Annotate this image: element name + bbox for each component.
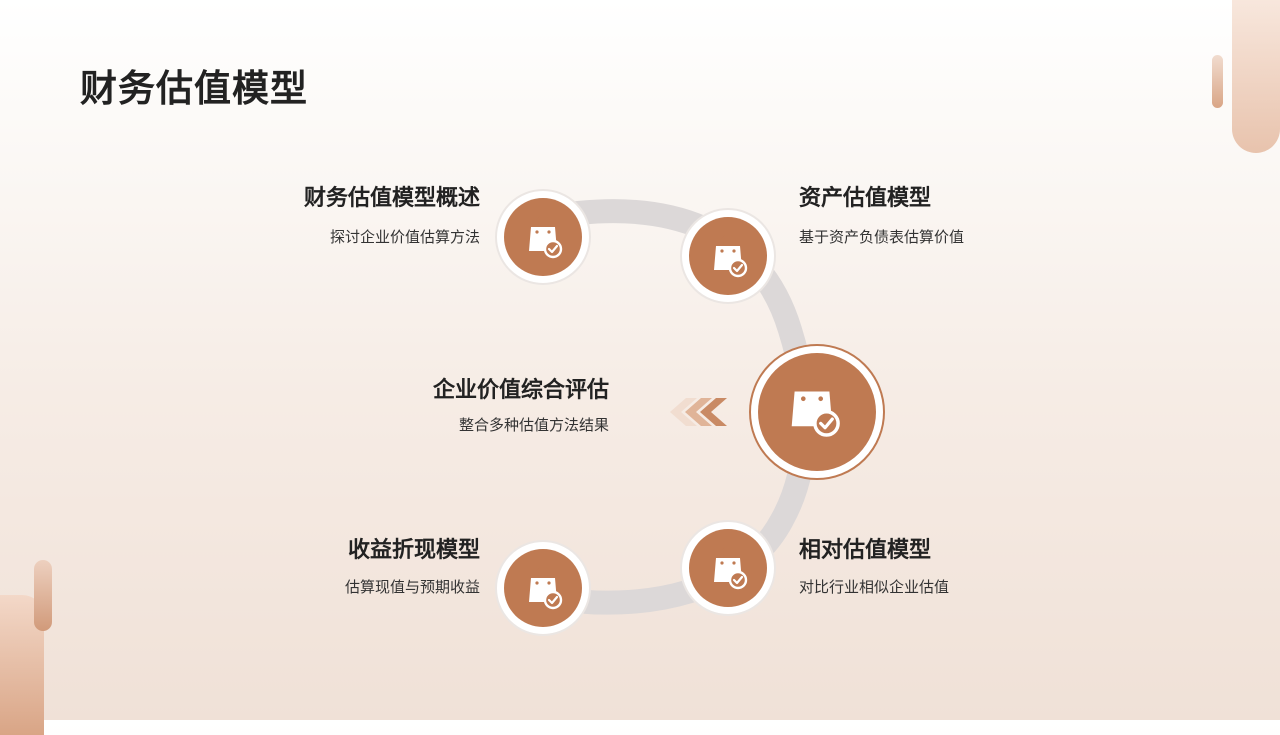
node-asset-title: 资产估值模型 (799, 186, 932, 211)
center-desc: 整合多种估值方法结果 (458, 416, 609, 434)
page-title: 财务估值模型 (80, 67, 308, 110)
node-overview (495, 189, 591, 285)
node-asset-desc: 基于资产负债表估算价值 (799, 228, 965, 246)
decorative-bar-top-right-small (1212, 55, 1223, 108)
node-income-desc: 估算现值与预期收益 (344, 578, 480, 596)
node-center (749, 344, 885, 480)
chevron-arrows-icon (670, 398, 727, 426)
node-relative-title: 相对估值模型 (799, 538, 932, 563)
center-title: 企业价值综合评估 (432, 378, 609, 403)
decorative-bar-bottom-left-small (34, 560, 52, 631)
decorative-bar-top-right (1232, 0, 1280, 153)
node-income-title: 收益折现模型 (347, 538, 480, 563)
node-relative (680, 520, 776, 616)
valuation-diagram (495, 189, 885, 636)
node-asset (680, 208, 776, 304)
node-income (495, 540, 591, 636)
node-overview-title: 财务估值模型概述 (303, 186, 480, 211)
node-relative-desc: 对比行业相似企业估值 (799, 578, 950, 596)
node-overview-desc: 探讨企业价值估算方法 (329, 228, 480, 246)
